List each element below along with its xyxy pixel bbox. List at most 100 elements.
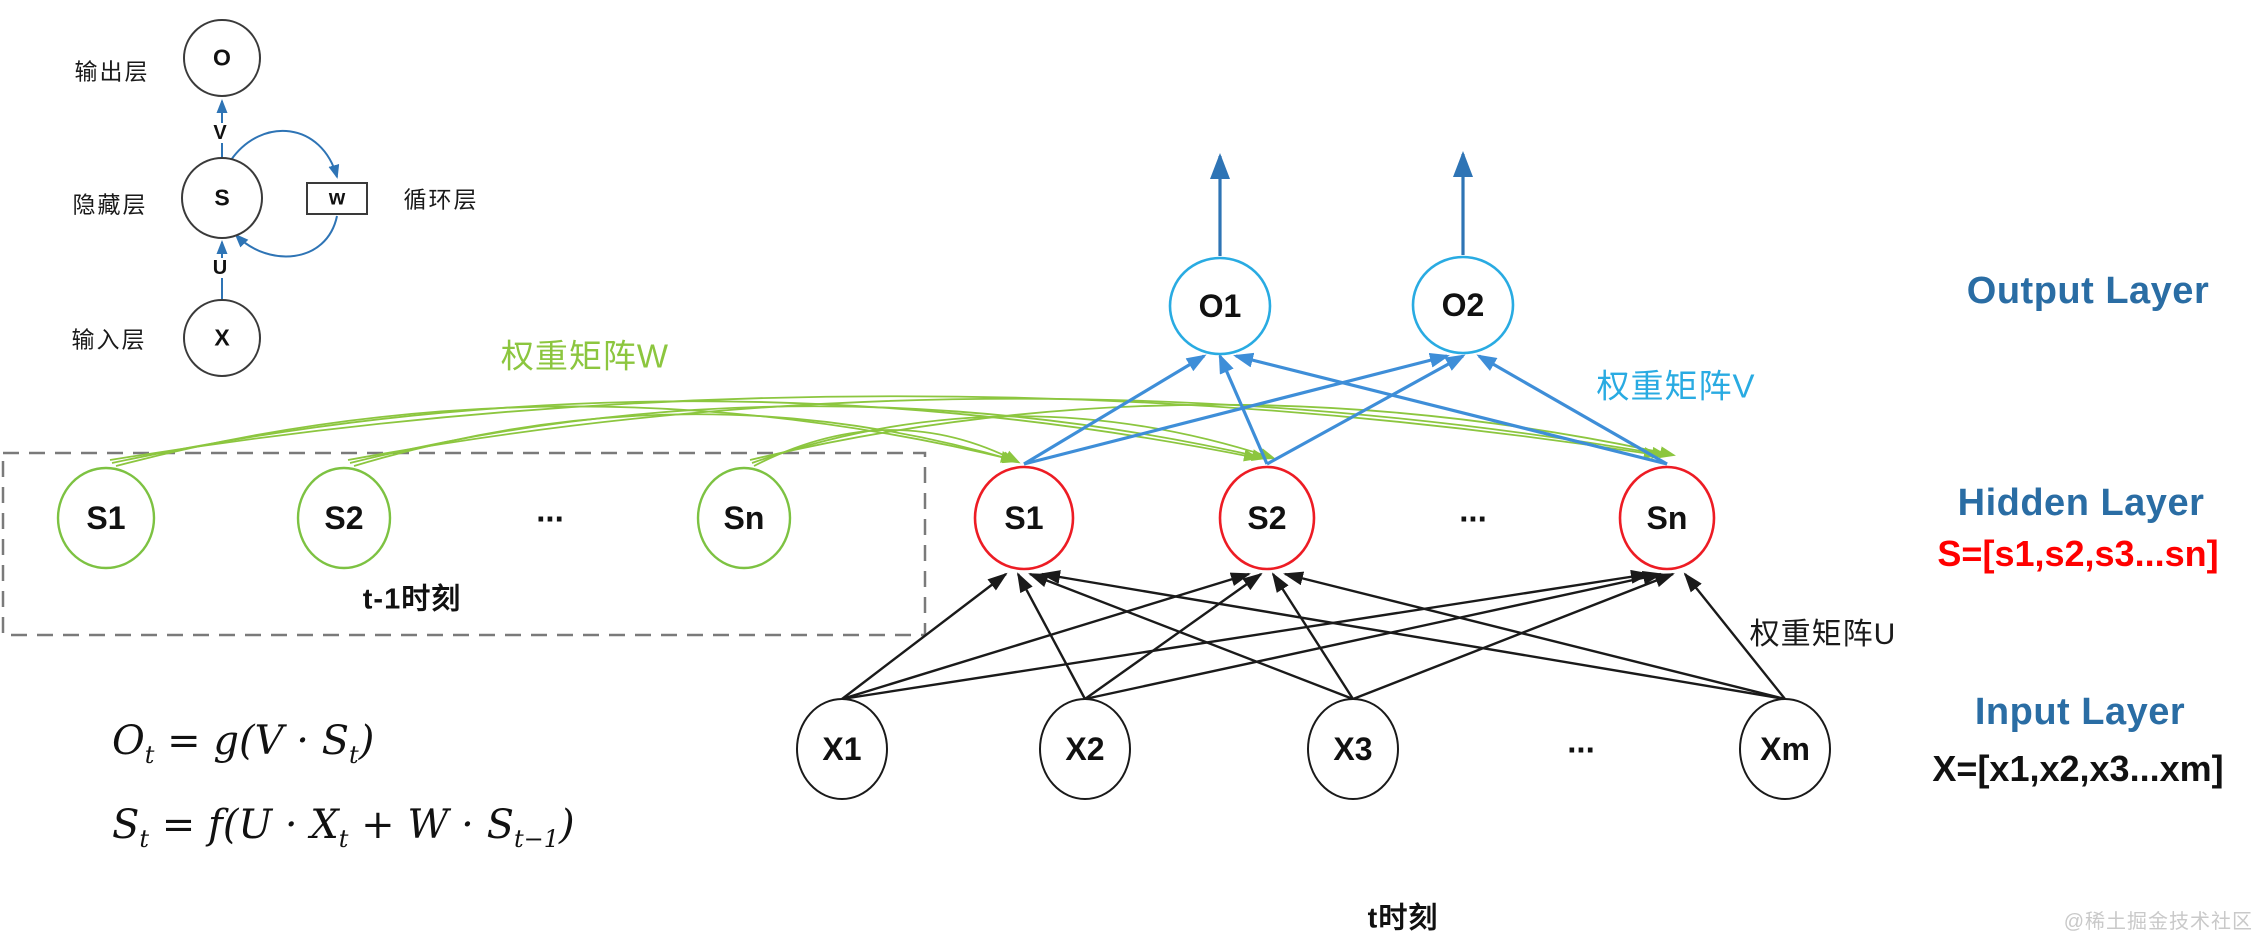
eq1-sub2: t	[349, 741, 359, 769]
mini-node-o-label: O	[213, 44, 231, 71]
node-xm-circle	[1739, 698, 1831, 800]
hidden-vector-label: S=[s1,s2,s3...sn]	[1937, 533, 2219, 574]
mini-weight-v-label: V	[210, 123, 230, 143]
node-prev-sn-circle	[696, 466, 792, 570]
edge-u-x1-s1	[841, 572, 1008, 700]
eq1-var: O	[112, 718, 145, 764]
prev-hidden-nodes	[56, 466, 792, 570]
mini-output-layer-label: 输出层	[74, 58, 150, 85]
eq2-var: S	[112, 802, 140, 848]
node-x3-circle	[1307, 698, 1399, 800]
mini-w-box	[306, 182, 368, 215]
node-xm-label: Xm	[1760, 731, 1810, 767]
edge-u-x3-s1	[1028, 572, 1354, 701]
mini-hidden-layer-label: 隐藏层	[72, 191, 148, 218]
node-prev-s2-label: S2	[324, 500, 364, 536]
input-vector-label: X=[x1,x2,x3...xm]	[1932, 748, 2224, 789]
edge-w-s1-sn	[109, 395, 1660, 461]
edge-v-s2-o1	[1218, 353, 1269, 465]
eq2-close: )	[559, 802, 575, 848]
mini-weight-w-label: w	[328, 186, 346, 210]
mini-input-layer-label: 输入层	[71, 326, 147, 353]
weight-u-edges	[841, 569, 1786, 701]
input-nodes	[796, 698, 1831, 800]
mini-loop-lower-curve	[234, 215, 338, 258]
edge-v-s2-o2	[1266, 354, 1466, 466]
mini-node-s-label: S	[214, 184, 230, 211]
edge-u-xm-s1	[1040, 570, 1786, 701]
node-s2-label: S2	[1247, 500, 1287, 536]
input-ellipsis: ...	[1567, 722, 1595, 760]
mini-node-x-label: X	[214, 324, 230, 351]
edge-w-sn-s2	[751, 415, 1276, 464]
edge-u-x2-s2	[1084, 572, 1263, 700]
node-x1-circle	[796, 698, 888, 800]
mini-node-o-circle	[183, 19, 261, 97]
weight-matrix-u-label: 权重矩阵U	[1749, 618, 1897, 651]
mini-rnn-diagram	[181, 19, 368, 377]
edge-u-x2-sn	[1084, 570, 1663, 701]
node-s2-circle	[1218, 465, 1316, 571]
edge-u-xm-sn	[1683, 572, 1786, 700]
edge-w-sn-s1	[753, 429, 1021, 467]
hidden-ellipsis: ...	[1459, 491, 1487, 529]
edge-w-s2-s2	[349, 405, 1268, 464]
node-o2-label: O2	[1441, 287, 1485, 323]
weight-v-edges	[1023, 352, 1668, 466]
edge-v-s1-o1	[1023, 354, 1207, 466]
node-prev-sn-label: Sn	[723, 500, 765, 536]
eq2-body2: + W · S	[348, 802, 515, 848]
node-prev-s1-circle	[56, 466, 156, 570]
edge-u-x3-s2	[1271, 572, 1355, 700]
node-s1-circle	[973, 465, 1075, 571]
edge-u-x1-s2	[841, 572, 1251, 701]
node-s1-label: S1	[1004, 500, 1044, 536]
eq2-body1: = f(U · X	[149, 802, 339, 848]
edge-v-sn-o1	[1233, 352, 1668, 466]
node-x3-label: X3	[1333, 731, 1373, 767]
t-minus-1-time-label: t-1时刻	[362, 583, 462, 616]
node-x2-label: X2	[1065, 731, 1105, 767]
node-sn-circle	[1618, 465, 1716, 571]
output-nodes	[1168, 255, 1515, 356]
edge-u-x3-sn	[1352, 572, 1675, 701]
node-o1-circle	[1168, 256, 1272, 356]
input-layer-heading: Input Layer	[1974, 691, 2186, 733]
mini-weight-u-label: U	[209, 258, 231, 278]
weight-matrix-v-label: 权重矩阵V	[1596, 367, 1756, 405]
eq1-close: )	[358, 718, 375, 764]
eq1-body: = g(V · S	[154, 718, 350, 764]
watermark: @稀土掘金技术社区	[2063, 911, 2253, 933]
state-equation: St = f(U · Xt + W · St−1)	[112, 805, 575, 851]
mini-loop-upper-curve	[230, 129, 340, 179]
node-x1-label: X1	[822, 731, 862, 767]
node-prev-s2-circle	[296, 466, 392, 570]
t-time-label: t时刻	[1367, 902, 1439, 935]
mini-node-x-circle	[183, 299, 261, 377]
eq2-sub: t	[139, 825, 150, 853]
eq1-sub: t	[144, 741, 155, 769]
eq2-sub3: t−1	[514, 825, 560, 853]
hidden-nodes	[973, 465, 1716, 571]
edge-v-s1-o2	[1023, 352, 1450, 466]
eq2-sub2: t	[338, 825, 349, 853]
edge-v-sn-o2	[1476, 354, 1668, 466]
t-minus-1-dashed-box	[1, 451, 927, 637]
node-o1-label: O1	[1198, 288, 1242, 324]
mini-recurrent-layer-label: 循环层	[403, 186, 479, 213]
edge-u-x1-sn	[841, 569, 1651, 701]
mini-node-s-circle	[181, 157, 263, 239]
edge-u-x2-s1	[1016, 572, 1087, 700]
output-arrows	[1210, 151, 1473, 256]
node-x2-circle	[1039, 698, 1131, 800]
weight-matrix-w-label: 权重矩阵W	[500, 337, 670, 375]
node-sn-label: Sn	[1646, 500, 1688, 536]
edge-w-s2-sn	[347, 397, 1668, 461]
node-o2-circle	[1411, 255, 1515, 355]
node-prev-s1-label: S1	[86, 500, 126, 536]
hidden-layer-heading: Hidden Layer	[1957, 482, 2205, 524]
output-equation: Ot = g(V · St)	[112, 721, 374, 767]
output-layer-heading: Output Layer	[1966, 270, 2210, 312]
